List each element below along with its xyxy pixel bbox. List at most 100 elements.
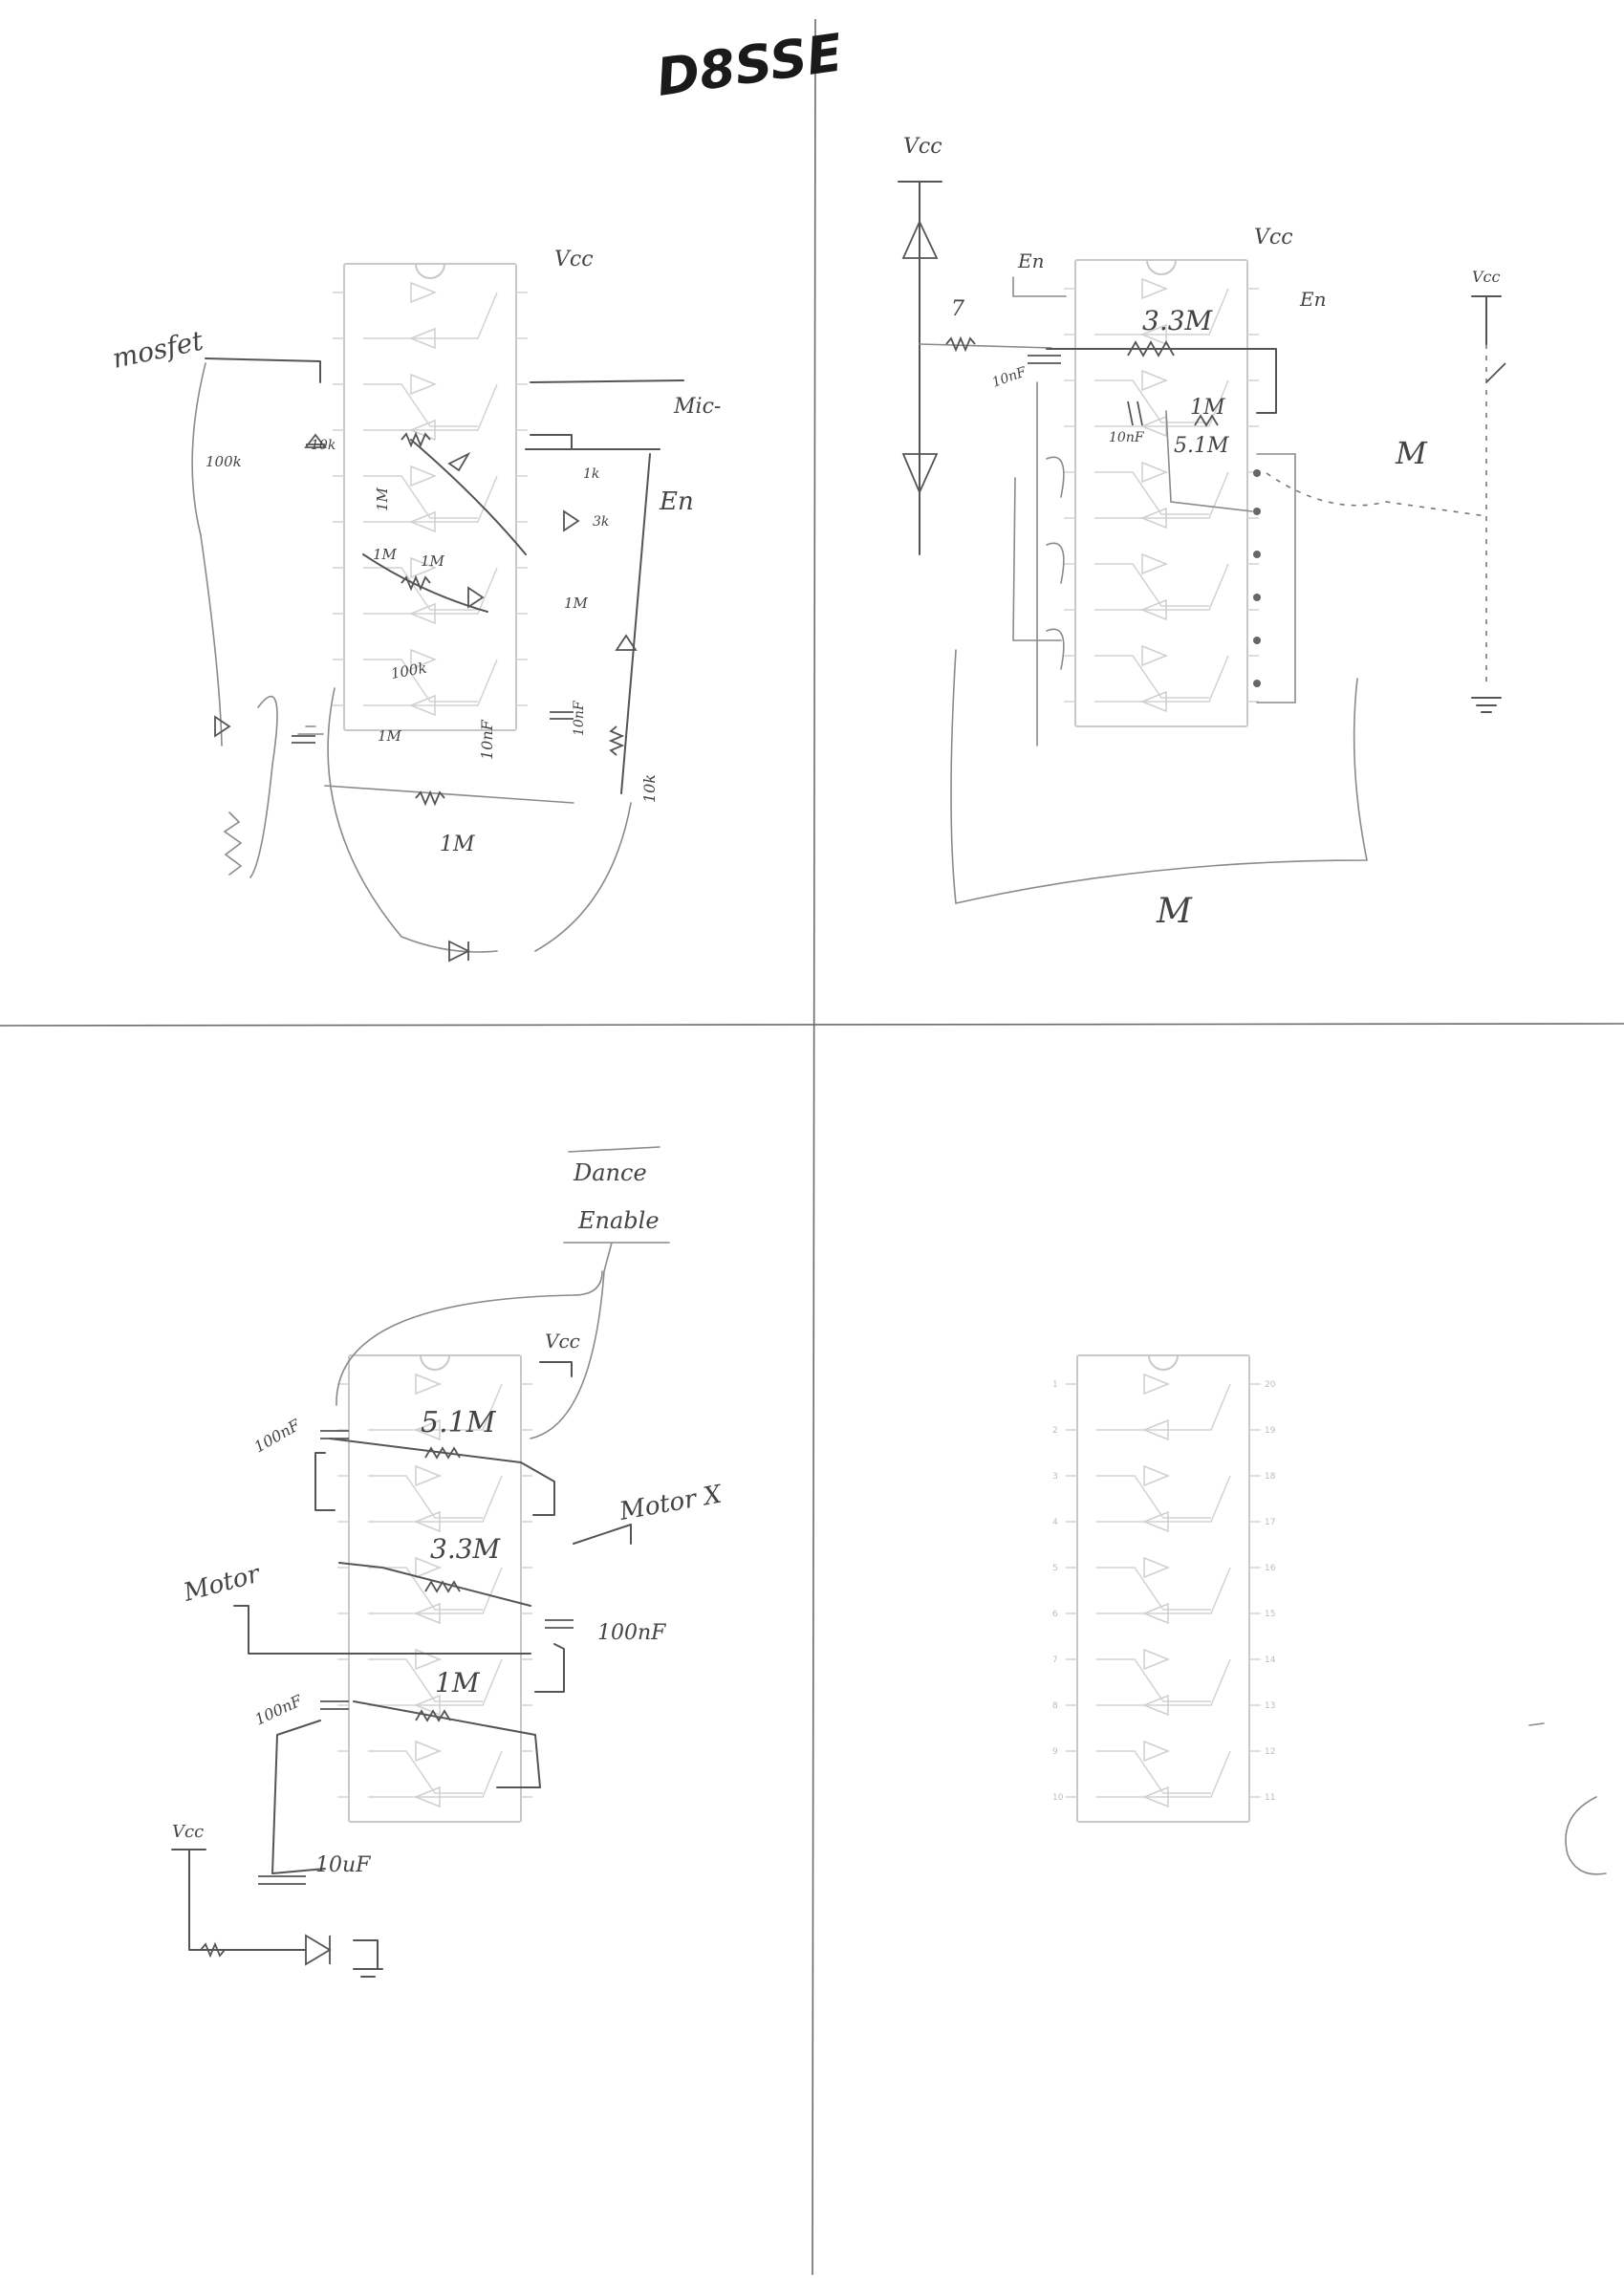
wire-loop-right bbox=[534, 802, 632, 952]
wire-left-cap bbox=[314, 1452, 336, 1511]
pin-label-right: 14 bbox=[1265, 1656, 1276, 1665]
resistor-tr-1m bbox=[1194, 414, 1219, 427]
pin-label-right: 15 bbox=[1265, 1610, 1275, 1619]
resistor-bl-33m bbox=[424, 1580, 461, 1593]
resistor-bl-1m bbox=[415, 1709, 451, 1722]
cap-tl-1 bbox=[550, 711, 574, 720]
wire-mosfet-left bbox=[191, 362, 223, 747]
diode-tl-2 bbox=[447, 451, 471, 472]
wire-en-left bbox=[1012, 276, 1067, 297]
wire-vcc-left bbox=[898, 181, 942, 555]
wire-left-gnd bbox=[297, 725, 324, 735]
resistor-tl-3 bbox=[415, 790, 445, 807]
label-10nf-tr-b: 10nF bbox=[1109, 430, 1145, 445]
label-1m-b: 1M bbox=[373, 546, 398, 563]
pin-label-left: 7 bbox=[1052, 1656, 1058, 1665]
wire-inner-stack bbox=[1036, 381, 1065, 747]
wire-right-bus bbox=[1256, 453, 1296, 703]
diode-tl-5 bbox=[467, 586, 485, 609]
diode-tr-top bbox=[901, 219, 939, 259]
label-100k: 100k bbox=[206, 453, 242, 470]
nodes-tr bbox=[1253, 469, 1261, 687]
label-10nf-a: 10nF bbox=[478, 719, 496, 760]
pin-label-right: 17 bbox=[1265, 1518, 1275, 1527]
label-1m-a: 1M bbox=[374, 487, 391, 511]
label-1m-tr: 1M bbox=[1190, 396, 1225, 420]
wire-mic bbox=[530, 379, 684, 383]
pin-label-left: 10 bbox=[1052, 1793, 1064, 1803]
page-title: D8SSE bbox=[653, 22, 846, 108]
wire-dashed-motor bbox=[1266, 472, 1487, 517]
label-motor-x-right: Motor X bbox=[617, 1480, 725, 1526]
label-1m-f: 1M bbox=[440, 833, 475, 856]
label-51m-tr: 5.1M bbox=[1174, 434, 1229, 458]
diode-tl-led bbox=[214, 715, 231, 738]
diode-tl-bottom bbox=[448, 940, 471, 963]
chip-ic-tl bbox=[332, 263, 529, 731]
pin-label-left: 3 bbox=[1052, 1472, 1058, 1482]
cap-bl-2 bbox=[545, 1619, 574, 1629]
label-10uf-bl: 10uF bbox=[315, 1853, 371, 1877]
label-100nf-bl-a: 100nF bbox=[251, 1416, 304, 1457]
wire-zigzag-left bbox=[223, 812, 243, 876]
label-en-tr-left: En bbox=[1017, 249, 1044, 272]
quadrant-bottom-left: Dance Enable Vcc 100nF 5.1M Motor X Moto… bbox=[171, 1146, 725, 1978]
chip-ic-br bbox=[1065, 1354, 1262, 1823]
label-enable: Enable bbox=[577, 1207, 660, 1234]
pin-label-left: 9 bbox=[1052, 1747, 1058, 1757]
label-100nf-bl-b: 100nF bbox=[597, 1621, 666, 1645]
wire-vcc-far bbox=[1471, 295, 1502, 345]
wire-mosfet bbox=[205, 357, 321, 383]
pin-label-left: 5 bbox=[1052, 1564, 1058, 1573]
diode-tl-1 bbox=[304, 433, 327, 448]
quadrant-top-left: mosfet Vcc Mic- En 100k 1M 1M 1M 1M 1M 1… bbox=[110, 248, 721, 963]
overline-dance-enable bbox=[568, 1146, 660, 1153]
wire-top-right bbox=[530, 434, 573, 450]
label-7-tr: 7 bbox=[951, 297, 964, 321]
label-33m-bl: 3.3M bbox=[430, 1533, 502, 1565]
cap-bl-3 bbox=[320, 1700, 349, 1710]
label-51m-bl: 5.1M bbox=[421, 1406, 497, 1439]
label-dance: Dance bbox=[573, 1159, 647, 1186]
wire-diag-2 bbox=[362, 553, 488, 613]
wire-loop-outer bbox=[950, 649, 1368, 904]
wire-diag-1 bbox=[410, 439, 527, 555]
resistor-bl-51m bbox=[424, 1446, 461, 1460]
pin-label-right: 19 bbox=[1265, 1426, 1276, 1436]
pin-label-right: 11 bbox=[1265, 1793, 1275, 1803]
wire-snake bbox=[249, 695, 278, 878]
divider-horizontal bbox=[0, 1023, 1624, 1027]
wire-r-33m bbox=[1046, 348, 1277, 414]
led-bl bbox=[305, 1934, 332, 1966]
pin-label-left: 4 bbox=[1052, 1518, 1058, 1527]
pin-label-left: 1 bbox=[1052, 1380, 1058, 1390]
diode-tl-4 bbox=[615, 634, 638, 651]
wire-r-1m-bl bbox=[353, 1700, 541, 1788]
cap-tr-2 bbox=[1127, 400, 1143, 426]
pin-label-right: 16 bbox=[1265, 1564, 1276, 1573]
wire-top-bus-bl bbox=[336, 1270, 603, 1406]
wire-vcc-bl bbox=[539, 1361, 573, 1377]
label-motor-left: Motor bbox=[180, 1559, 264, 1608]
resistor-tr-33m bbox=[1127, 340, 1175, 357]
label-vcc-bl-bottom: Vcc bbox=[172, 1822, 204, 1842]
wire-motor-right bbox=[573, 1524, 632, 1545]
wire-r-33m-bl bbox=[338, 1562, 531, 1607]
pin-label-right: 18 bbox=[1265, 1472, 1276, 1482]
label-vcc-tr-far: Vcc bbox=[1472, 268, 1501, 286]
wire-loop-bottom bbox=[327, 687, 498, 953]
label-vcc-bl: Vcc bbox=[545, 1330, 580, 1353]
cap-tr-1 bbox=[1028, 355, 1061, 364]
label-33m-tr: 3.3M bbox=[1142, 305, 1214, 336]
pin-label-right: 20 bbox=[1265, 1380, 1276, 1390]
label-10k-b: 10k bbox=[640, 774, 659, 803]
label-vcc-tr-left: Vcc bbox=[903, 135, 942, 159]
wire-dance-enable bbox=[530, 1242, 670, 1439]
label-en-tl: En bbox=[659, 487, 694, 516]
wire-bottom-vcc bbox=[171, 1849, 307, 1951]
pin-label-left: 2 bbox=[1052, 1426, 1058, 1436]
label-100k-b: 100k bbox=[390, 660, 428, 682]
pin-label-right: 12 bbox=[1265, 1747, 1275, 1757]
